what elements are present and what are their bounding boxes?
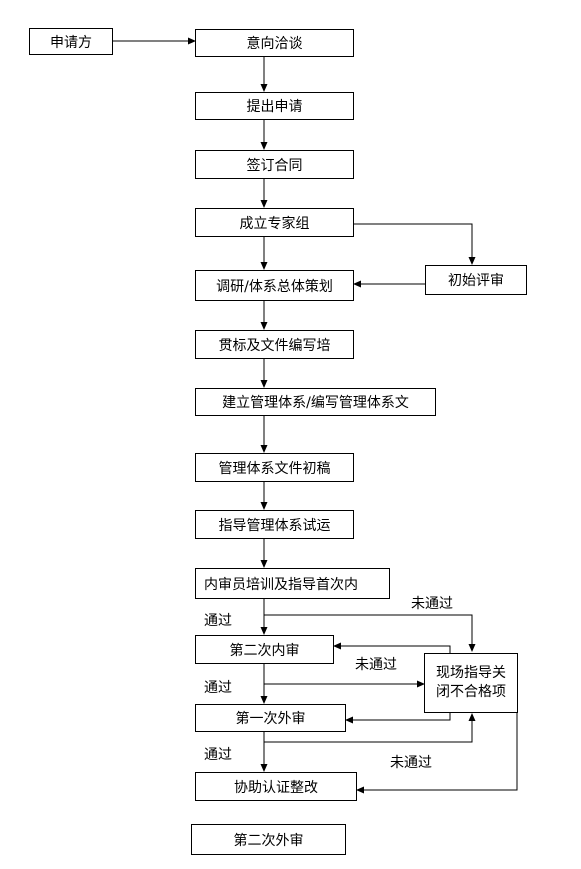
first-external-audit-node: 第一次外审 <box>195 704 346 732</box>
standard-training-label: 贯标及文件编写培 <box>218 337 331 354</box>
pass-label-1: 通过 <box>204 613 232 629</box>
expert-group-node: 成立专家组 <box>195 208 354 237</box>
draft-label: 管理体系文件初稿 <box>218 460 331 477</box>
build-system-node: 建立管理体系/编写管理体系文 <box>195 388 436 416</box>
apply-label: 提出申请 <box>246 99 303 115</box>
contract-node: 签订合同 <box>195 150 354 179</box>
fail-label-3: 未通过 <box>390 755 432 771</box>
applicant-label: 申请方 <box>50 34 92 51</box>
draft-node: 管理体系文件初稿 <box>195 453 354 482</box>
research-label: 调研/体系总体策划 <box>216 278 333 295</box>
intent-label: 意向洽谈 <box>246 36 303 52</box>
cert-rectify-node: 协助认证整改 <box>195 772 357 801</box>
initial-review-node: 初始评审 <box>425 265 527 295</box>
contract-label: 签订合同 <box>246 157 303 174</box>
first-external-audit-label: 第一次外审 <box>235 711 306 727</box>
onsite-guidance-label-line2: 闭不合格项 <box>436 684 506 700</box>
onsite-guidance-label-line1: 现场指导关 <box>436 665 506 681</box>
fail-label-2: 未通过 <box>355 657 397 673</box>
second-internal-audit-label: 第二次内审 <box>229 642 300 659</box>
internal-auditor-node: 内审员培训及指导首次内 <box>195 568 390 599</box>
pass-label-3: 通过 <box>204 747 232 763</box>
expert-group-label: 成立专家组 <box>239 215 310 232</box>
second-internal-audit-node: 第二次内审 <box>195 635 334 664</box>
build-system-label: 建立管理体系/编写管理体系文 <box>222 395 409 411</box>
cert-rectify-label: 协助认证整改 <box>234 779 318 796</box>
apply-node: 提出申请 <box>195 92 354 120</box>
standard-training-node: 贯标及文件编写培 <box>195 330 354 359</box>
research-node: 调研/体系总体策划 <box>195 270 354 301</box>
onsite-guidance-node: 现场指导关 闭不合格项 <box>424 653 518 713</box>
trial-node: 指导管理体系试运 <box>195 510 354 539</box>
applicant-node: 申请方 <box>29 28 113 55</box>
trial-label: 指导管理体系试运 <box>218 517 331 534</box>
pass-label-2: 通过 <box>204 680 232 696</box>
initial-review-label: 初始评审 <box>448 273 504 289</box>
intent-node: 意向洽谈 <box>195 29 354 57</box>
fail-label-1: 未通过 <box>411 596 453 612</box>
second-external-audit-node: 第二次外审 <box>191 824 346 855</box>
second-external-audit-label: 第二次外审 <box>233 832 304 849</box>
internal-auditor-label: 内审员培训及指导首次内 <box>204 576 358 593</box>
